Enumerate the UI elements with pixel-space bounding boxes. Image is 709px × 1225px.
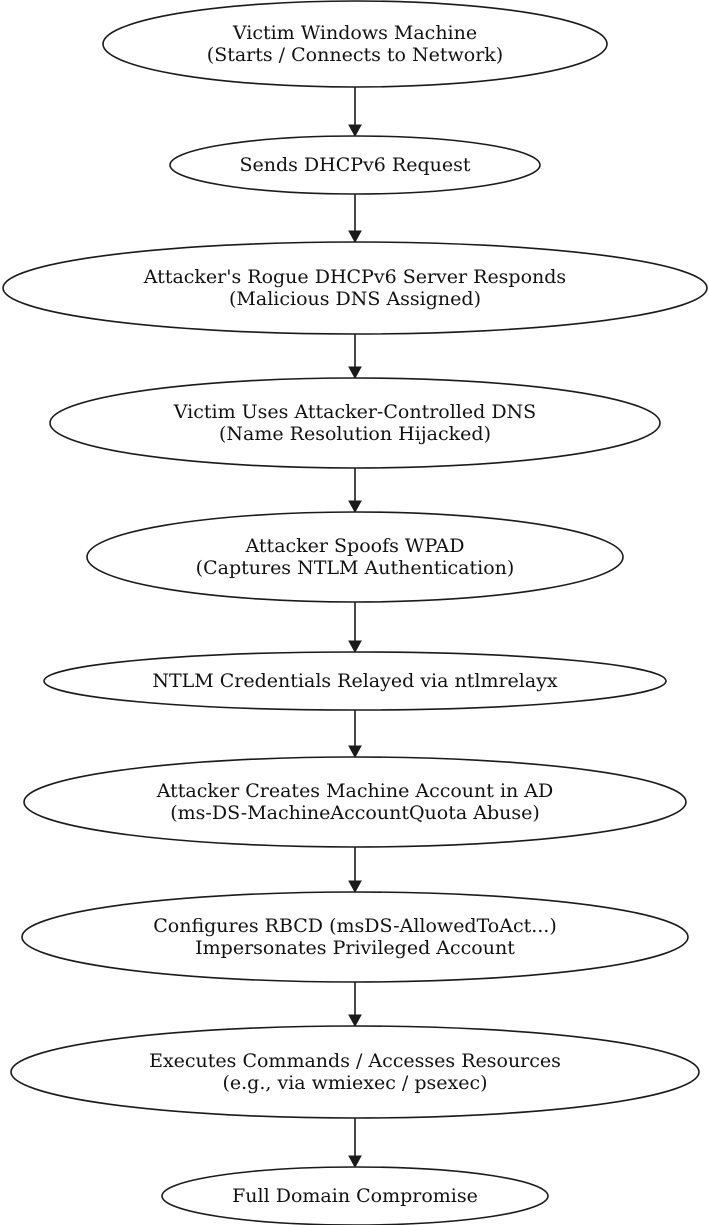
arrowhead-icon <box>348 640 362 654</box>
node-label: Executes Commands / Accesses Resources <box>149 1050 561 1072</box>
node-label: Attacker's Rogue DHCPv6 Server Responds <box>143 266 566 288</box>
flow-node: Victim Uses Attacker-Controlled DNS(Name… <box>49 377 661 469</box>
node-ellipse <box>2 241 708 335</box>
node-label: Impersonates Privileged Account <box>195 937 515 959</box>
node-label: Attacker Creates Machine Account in AD <box>156 780 554 802</box>
node-label: (e.g., via wmiexec / psexec) <box>222 1072 487 1094</box>
flow-node: Attacker Spoofs WPAD(Captures NTLM Authe… <box>86 511 624 603</box>
flow-node: Attacker's Rogue DHCPv6 Server Responds(… <box>2 241 708 335</box>
arrowhead-icon <box>348 1014 362 1028</box>
arrowhead-icon <box>348 366 362 380</box>
node-ellipse <box>102 0 608 88</box>
arrowhead-icon <box>348 124 362 138</box>
flow-node: Attacker Creates Machine Account in AD(m… <box>23 756 687 848</box>
arrowhead-icon <box>348 745 362 759</box>
node-ellipse <box>10 1025 700 1119</box>
arrowhead-icon <box>348 500 362 514</box>
node-ellipse <box>86 511 624 603</box>
node-label: Victim Windows Machine <box>232 22 477 44</box>
node-label: Victim Uses Attacker-Controlled DNS <box>173 401 536 423</box>
arrowhead-icon <box>348 1155 362 1169</box>
flow-node: Victim Windows Machine(Starts / Connects… <box>102 0 608 88</box>
arrowhead-icon <box>348 230 362 244</box>
flow-node: Full Domain Compromise <box>161 1166 549 1225</box>
node-ellipse <box>49 377 661 469</box>
arrowhead-icon <box>348 880 362 894</box>
node-label: (Captures NTLM Authentication) <box>196 557 515 579</box>
node-label: Attacker Spoofs WPAD <box>245 535 465 557</box>
node-ellipse <box>23 756 687 848</box>
node-ellipse <box>169 135 541 195</box>
node-label: Configures RBCD (msDS-AllowedToAct...) <box>153 915 557 937</box>
node-label: Full Domain Compromise <box>232 1185 478 1207</box>
node-ellipse <box>43 651 667 711</box>
flow-node: Configures RBCD (msDS-AllowedToAct...)Im… <box>21 891 689 983</box>
node-ellipse <box>21 891 689 983</box>
node-label: (Name Resolution Hijacked) <box>219 423 491 445</box>
flow-node: Sends DHCPv6 Request <box>169 135 541 195</box>
node-label: Sends DHCPv6 Request <box>239 154 470 176</box>
node-ellipse <box>161 1166 549 1225</box>
node-label: (ms-DS-MachineAccountQuota Abuse) <box>170 802 540 824</box>
flow-node: NTLM Credentials Relayed via ntlmrelayx <box>43 651 667 711</box>
edges-layer <box>348 87 362 1169</box>
node-label: NTLM Credentials Relayed via ntlmrelayx <box>152 670 558 692</box>
node-label: (Malicious DNS Assigned) <box>229 288 481 310</box>
node-label: (Starts / Connects to Network) <box>207 44 503 66</box>
flow-node: Executes Commands / Accesses Resources(e… <box>10 1025 700 1119</box>
